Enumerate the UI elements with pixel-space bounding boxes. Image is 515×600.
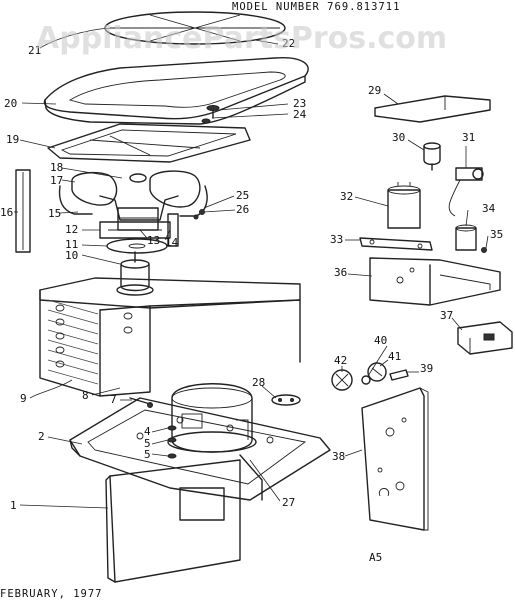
callout-2: 2 — [38, 430, 45, 443]
callout-19: 19 — [6, 133, 19, 146]
knob-shaft — [389, 369, 409, 381]
callout-14: 14 — [165, 236, 179, 249]
watermark: AppliancePartsPros.com — [36, 21, 447, 56]
callout-8: 8 — [82, 389, 89, 402]
control-box — [369, 257, 501, 306]
control-knob — [331, 369, 353, 391]
side-strip — [15, 169, 31, 253]
callout-20: 20 — [4, 97, 17, 110]
thermostat — [448, 167, 484, 217]
callout-9: 9 — [20, 392, 27, 405]
compressor — [167, 383, 257, 453]
callout-12: 12 — [65, 223, 78, 236]
callout-42: 42 — [334, 354, 347, 367]
switch-block — [457, 321, 513, 355]
page-code: A5 — [369, 551, 382, 564]
cord-clip — [271, 394, 301, 406]
model-number: MODEL NUMBER 769.813711 — [232, 1, 400, 13]
mounting-bolt — [129, 397, 153, 408]
callout-24: 24 — [293, 108, 307, 121]
control-cover — [374, 95, 491, 123]
top-cover-disc — [104, 11, 286, 45]
callout-30: 30 — [392, 131, 405, 144]
callout-15: 15 — [48, 207, 61, 220]
callout-18: 18 — [50, 161, 63, 174]
callout-41: 41 — [388, 350, 401, 363]
callout-17: 17 — [50, 174, 63, 187]
callout-5a: 5 — [144, 437, 151, 450]
callout-21: 21 — [28, 44, 41, 57]
condenser-coil — [39, 277, 301, 397]
base-pan — [69, 397, 331, 501]
callout-26: 26 — [236, 203, 249, 216]
callout-35: 35 — [490, 228, 503, 241]
callout-28: 28 — [252, 376, 265, 389]
callout-31: 31 — [462, 131, 475, 144]
callout-11: 11 — [65, 238, 78, 251]
print-date: FEBRUARY, 1977 — [0, 588, 103, 600]
callout-5b: 5 — [144, 448, 151, 461]
cabinet-top — [43, 57, 309, 125]
drip-tray — [47, 123, 251, 163]
control-panel — [361, 387, 429, 531]
top-screw — [201, 105, 220, 124]
start-relay — [455, 224, 487, 253]
callout-16: 16 — [0, 206, 13, 219]
callout-4: 4 — [144, 425, 151, 438]
callout-38: 38 — [332, 450, 345, 463]
callout-39: 39 — [420, 362, 433, 375]
callout-29: 29 — [368, 84, 381, 97]
callout-36: 36 — [334, 266, 347, 279]
capacitor-bracket — [359, 237, 433, 251]
fan-motor — [116, 251, 154, 296]
callout-37: 37 — [440, 309, 453, 322]
water-tank-assembly — [58, 170, 208, 231]
small-capacitor — [423, 142, 441, 171]
knob-adapter — [361, 375, 371, 385]
callout-10: 10 — [65, 249, 78, 262]
callout-1: 1 — [10, 499, 17, 512]
front-panel — [105, 459, 241, 583]
callout-32: 32 — [340, 190, 353, 203]
callout-27: 27 — [282, 496, 295, 509]
run-capacitor — [387, 182, 421, 229]
leader-lines — [14, 27, 489, 509]
callout-7: 7 — [110, 393, 117, 406]
callout-33: 33 — [330, 233, 343, 246]
callout-34: 34 — [482, 202, 496, 215]
discharge-tube — [239, 454, 263, 501]
callout-25: 25 — [236, 189, 249, 202]
selector-knob — [367, 362, 387, 382]
callout-22: 22 — [282, 37, 295, 50]
callout-13: 13 — [147, 234, 160, 247]
callout-40: 40 — [374, 334, 387, 347]
callout-23: 23 — [293, 97, 306, 110]
